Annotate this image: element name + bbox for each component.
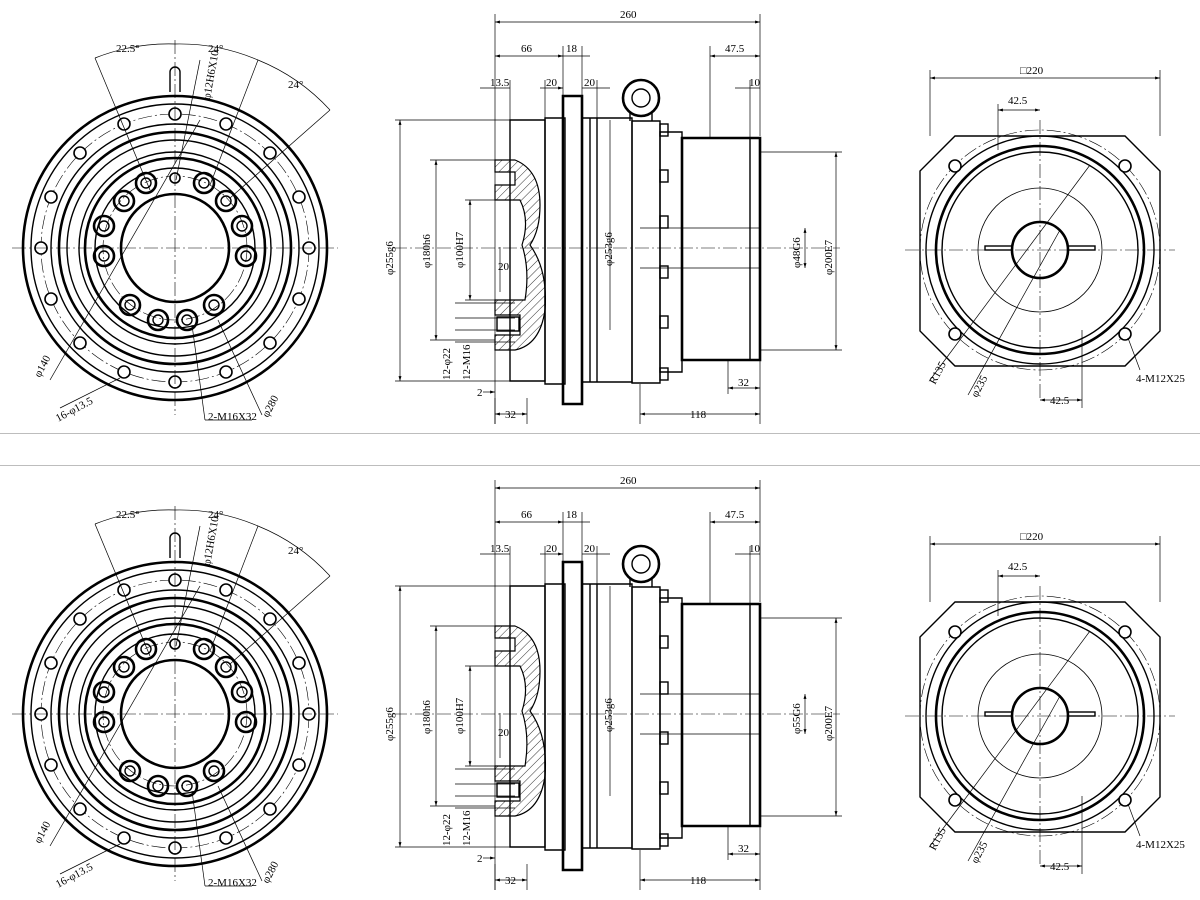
flange-dim-42-5a: 42.5 [1008,95,1028,107]
side-holes-m16: 12-M16 [461,344,473,380]
drawing-canvas-bottom: 22.5° 24° 24° φ12H6X10 φ140 16-φ13.5 2-M… [12,475,1185,891]
front-angle-24a: 24° [208,43,223,55]
flange-square-220: □220 [1020,65,1044,77]
front-dia-280-b: φ280 [260,859,282,885]
side-dim-47-5-b: 47.5 [725,509,745,521]
side-dia-200-b: φ200E7 [823,705,835,741]
side-total-length-b: 260 [620,475,637,487]
flange-dim-42-5b: 42.5 [1050,395,1070,407]
side-dia-180-b: φ180h6 [421,700,433,734]
side-dim-20a-b: 20 [546,543,558,555]
side-dia-shaft-b: φ55G6 [791,703,803,734]
side-dia-255-b: φ255g6 [384,707,396,741]
side-dim-118: 118 [690,409,707,421]
side-dim-2-b: 2 [477,853,483,865]
front-angle-24a-b: 24° [208,509,223,521]
side-dim-32b: 32 [738,377,749,389]
drawing-sheet-top: 22.5° 24° 24° φ12H6X10 φ140 16-φ13.5 2-M… [0,0,1200,433]
side-dim-32b-b: 32 [738,843,749,855]
side-dim-118-b: 118 [690,875,707,887]
side-dim-10: 10 [749,77,761,89]
front-view: 22.5° 24° 24° φ12H6X10 φ140 16-φ13.5 2-M… [12,40,338,425]
flange-dim-42-5a-b: 42.5 [1008,561,1028,573]
front-holes-2: 2-M16X32 [208,411,257,423]
side-dim-18-b: 18 [566,509,578,521]
side-dim-20c: 20 [498,261,510,273]
front-dia-140: φ140 [32,353,54,379]
side-dim-10-b: 10 [749,543,761,555]
side-total-length: 260 [620,9,637,21]
front-dia-280: φ280 [260,393,282,419]
front-angle-22-5-b: 22.5° [116,509,140,521]
flange-dia-235-b: φ235 [969,839,991,865]
front-angle-24b: 24° [288,79,303,91]
side-holes-22: 12-φ22 [441,348,453,380]
front-holes-16-b: 16-φ13.5 [54,861,96,891]
side-dim-32a: 32 [505,409,516,421]
side-dia-200: φ200E7 [823,239,835,275]
side-dia-100-b: φ100H7 [454,697,466,734]
side-dim-20b: 20 [584,77,596,89]
flange-view-b: □220 42.5 42.5 R135 φ235 4-M12X25 [905,531,1185,874]
side-holes-22-b: 12-φ22 [441,814,453,846]
side-dim-20c-b: 20 [498,727,510,739]
side-dim-32a-b: 32 [505,875,516,887]
flange-r135: R135 [927,359,949,386]
side-holes-m16-b: 12-M16 [461,810,473,846]
front-angle-24b-b: 24° [288,545,303,557]
front-dia-140-b: φ140 [32,819,54,845]
front-tap-hole-label-b: φ12H6X10 [201,515,222,567]
side-dia-255: φ255g6 [384,241,396,275]
front-tap-hole-label: φ12H6X10 [201,49,222,101]
side-dia-253: φ253g6 [603,232,615,266]
front-inner-bolts [92,171,258,332]
front-view-b: 22.5° 24° 24° φ12H6X10 φ140 16-φ13.5 2-M… [12,506,338,891]
side-dia-253-b: φ253g6 [603,698,615,732]
flange-holes-label: 4-M12X25 [1136,373,1185,385]
side-dim-18: 18 [566,43,578,55]
side-view-b: 260 66 18 13.5 20 20 47.5 10 φ255g6 φ180… [384,475,842,890]
front-holes-16: 16-φ13.5 [54,395,96,425]
flange-holes-label-b: 4-M12X25 [1136,839,1185,851]
front-angle-22-5: 22.5° [116,43,140,55]
side-dim-47-5: 47.5 [725,43,745,55]
side-dia-100: φ100H7 [454,231,466,268]
flange-dim-42-5b-b: 42.5 [1050,861,1070,873]
side-dim-66-b: 66 [521,509,533,521]
side-dim-20a: 20 [546,77,558,89]
flange-dia-235: φ235 [969,373,991,399]
side-dim-2: 2 [477,387,483,399]
flange-r135-b: R135 [927,825,949,852]
flange-view: □220 42.5 42.5 R135 φ235 4-M12X25 [905,65,1185,408]
side-dim-66: 66 [521,43,533,55]
side-dim-20b-b: 20 [584,543,596,555]
sheet-separator [0,433,1200,466]
side-view: 260 66 18 13.5 20 20 47.5 10 φ255g6 φ180… [384,9,842,424]
side-dim-13-5-b: 13.5 [490,543,510,555]
side-dia-shaft: φ48G6 [791,237,803,268]
side-dia-180: φ180h6 [421,234,433,268]
front-holes-2-b: 2-M16X32 [208,877,257,889]
flange-square-220-b: □220 [1020,531,1044,543]
drawing-sheet-bottom: 22.5° 24° 24° φ12H6X10 φ140 16-φ13.5 2-M… [0,466,1200,899]
side-dim-13-5: 13.5 [490,77,510,89]
drawing-canvas-top: 22.5° 24° 24° φ12H6X10 φ140 16-φ13.5 2-M… [12,9,1185,425]
